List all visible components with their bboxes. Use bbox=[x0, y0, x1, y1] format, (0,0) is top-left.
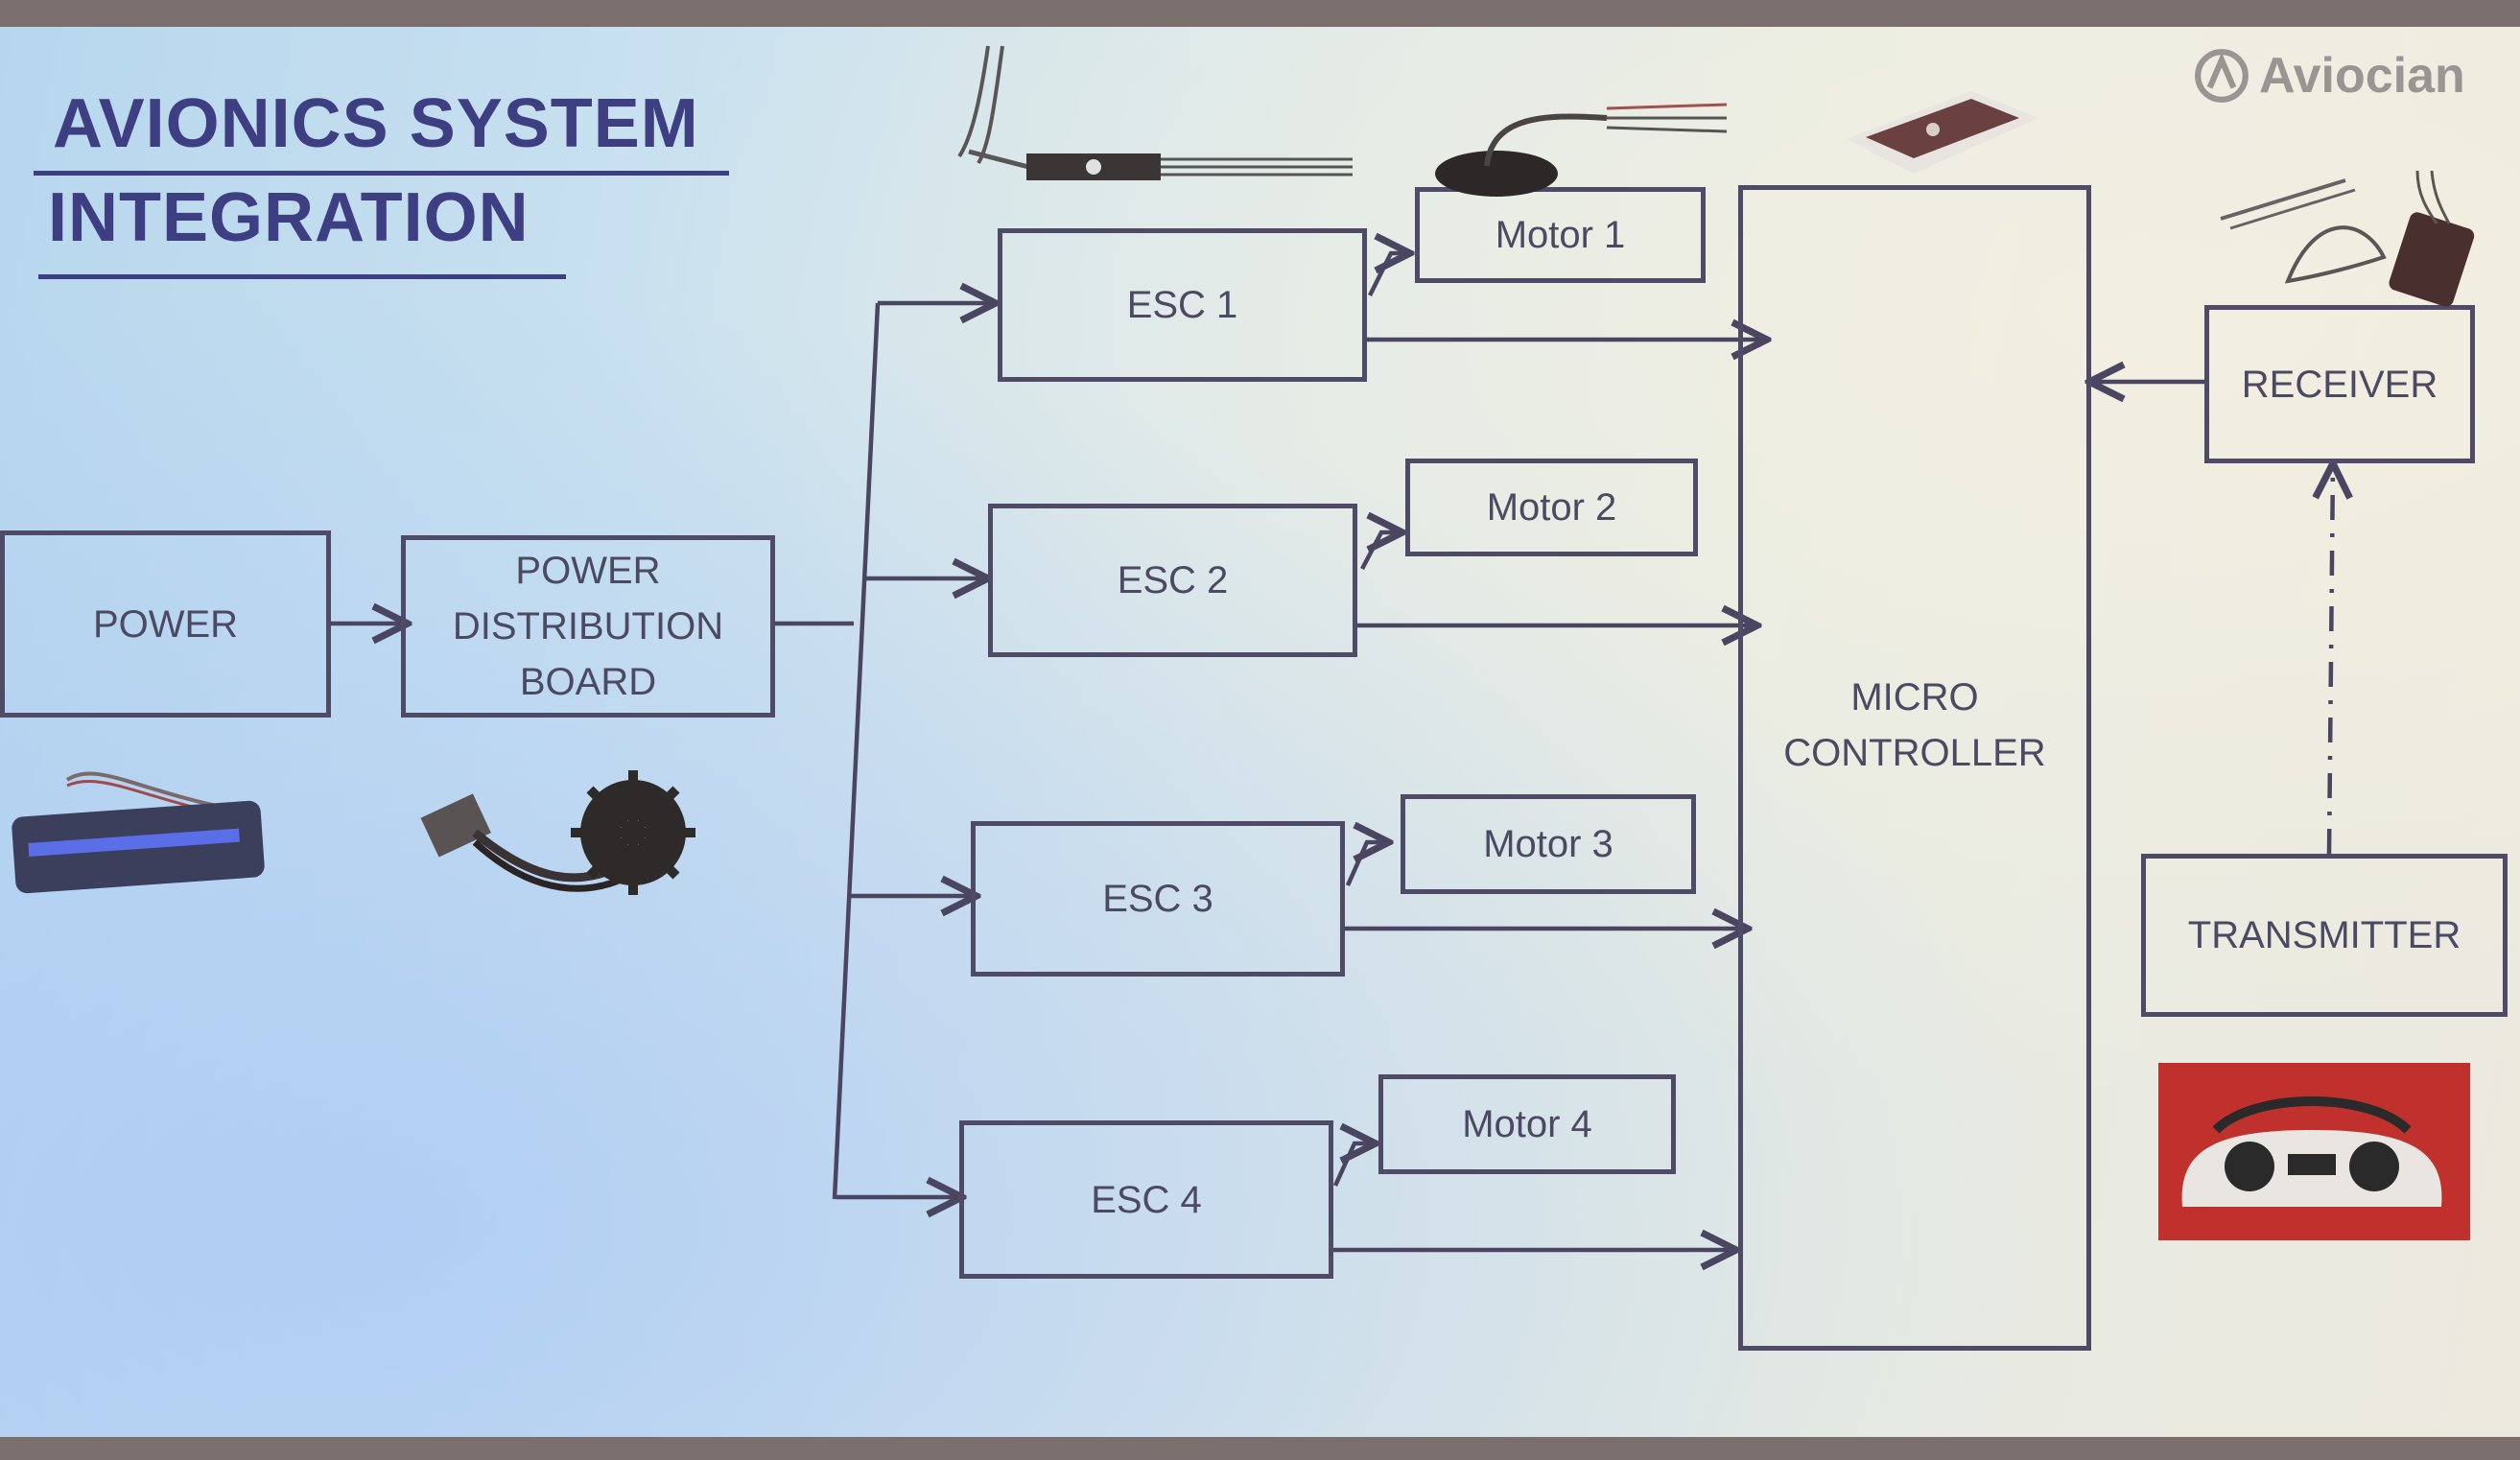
power-label: POWER bbox=[92, 602, 239, 646]
title-line-2: INTEGRATION bbox=[48, 179, 530, 256]
arrow-esc4-to-motor4 bbox=[1332, 1143, 1376, 1187]
esc2-block: ESC 2 bbox=[988, 504, 1357, 657]
receiver-label: RECEIVER bbox=[2241, 363, 2438, 406]
arrow-esc1-to-motor1 bbox=[1367, 253, 1410, 297]
esc3-label: ESC 3 bbox=[1102, 878, 1213, 920]
esc4-block: ESC 4 bbox=[959, 1120, 1333, 1279]
arrow-esc2-to-motor2 bbox=[1360, 532, 1402, 571]
motor2-block: Motor 2 bbox=[1405, 459, 1698, 556]
receiver-module-photo bbox=[2220, 170, 2475, 307]
esc1-label: ESC 1 bbox=[1126, 284, 1238, 326]
motor3-block: Motor 3 bbox=[1401, 794, 1696, 894]
title-line-1: AVIONICS SYSTEM bbox=[53, 85, 699, 162]
receiver-block: RECEIVER bbox=[2204, 305, 2475, 463]
power-distribution-board-block: POWER DISTRIBUTION BOARD bbox=[401, 535, 775, 718]
flight-controller-photo bbox=[1847, 91, 2038, 174]
title-underline-2 bbox=[38, 274, 566, 279]
esc2-label: ESC 2 bbox=[1117, 559, 1229, 601]
rc-transmitter-photo bbox=[2158, 1063, 2470, 1240]
logo-icon bbox=[2195, 49, 2249, 103]
power-distribution-board-photo bbox=[420, 770, 695, 895]
transmitter-label: TRANSMITTER bbox=[2187, 914, 2461, 956]
motor2-label: Motor 2 bbox=[1486, 486, 1617, 529]
aviocian-logo: Aviocian bbox=[2192, 46, 2465, 106]
distribution-bus bbox=[832, 302, 881, 1200]
motor1-block: Motor 1 bbox=[1415, 187, 1706, 283]
microcontroller-block: MICRO CONTROLLER bbox=[1738, 185, 2091, 1351]
motor4-label: Motor 4 bbox=[1462, 1103, 1592, 1145]
battery-photo bbox=[12, 771, 265, 894]
connector-layer bbox=[326, 27, 2520, 1437]
title-underline-1 bbox=[34, 171, 729, 176]
esc3-block: ESC 3 bbox=[971, 821, 1345, 977]
power-block: POWER bbox=[0, 530, 331, 718]
motor4-block: Motor 4 bbox=[1378, 1074, 1676, 1174]
dashed-arrow-transmitter-to-receiver bbox=[2329, 463, 2333, 855]
slide: AVIONICS SYSTEM INTEGRATION Aviocian bbox=[0, 27, 2520, 1437]
microcontroller-label: MICRO CONTROLLER bbox=[1783, 675, 2046, 774]
esc1-block: ESC 1 bbox=[998, 228, 1367, 382]
motor3-label: Motor 3 bbox=[1483, 823, 1613, 865]
motor1-label: Motor 1 bbox=[1495, 214, 1626, 256]
pdb-label: POWER DISTRIBUTION BOARD bbox=[452, 550, 724, 703]
transmitter-block: TRANSMITTER bbox=[2141, 854, 2508, 1017]
brushless-motor-photo bbox=[1435, 103, 1728, 197]
logo-text: Aviocian bbox=[2259, 48, 2465, 104]
esc-board-photo bbox=[957, 45, 1353, 180]
esc4-label: ESC 4 bbox=[1091, 1178, 1202, 1221]
arrow-esc3-to-motor3 bbox=[1345, 842, 1389, 886]
